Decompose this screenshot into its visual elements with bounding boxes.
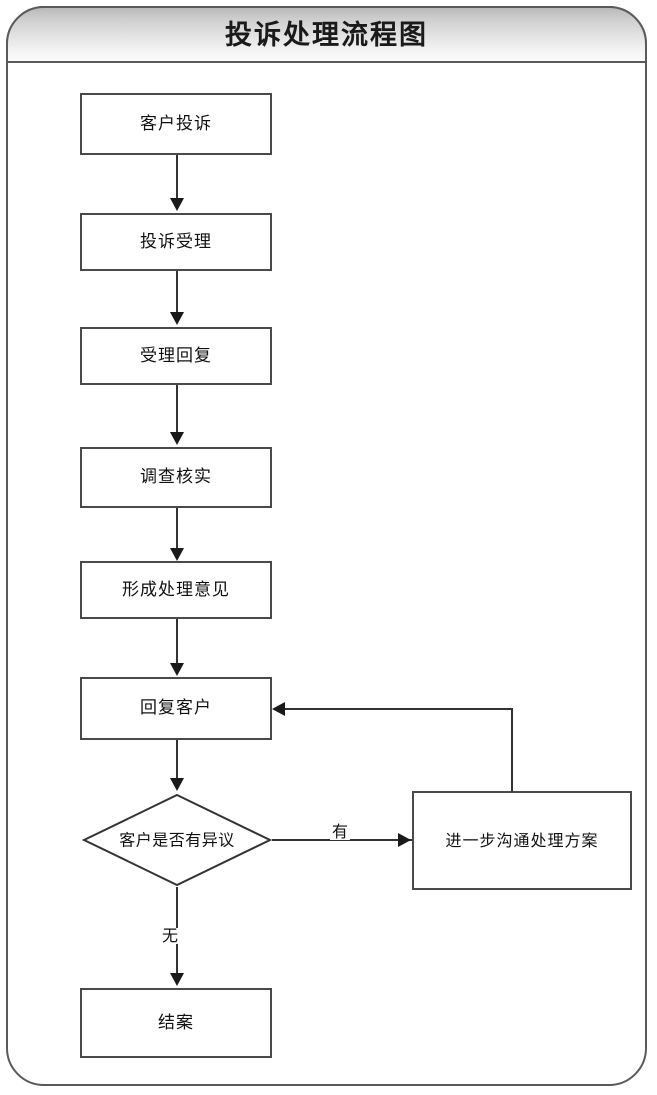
arrowhead-investigate <box>170 432 184 445</box>
node-acceptance[interactable]: 投诉受理 <box>80 213 272 271</box>
node-objection-label: 客户是否有异议 <box>119 830 235 850</box>
title-band: 投诉处理流程图 <box>6 6 647 63</box>
edge-label-yes: 有 <box>330 822 351 841</box>
node-opinion[interactable]: 形成处理意见 <box>80 561 272 619</box>
arrowhead-close <box>170 973 184 986</box>
arrowhead-opinion <box>170 548 184 561</box>
feedback-runner <box>285 708 513 710</box>
arrowhead-further <box>398 833 411 847</box>
arrowhead-feedback <box>272 702 285 716</box>
feedback-riser <box>511 708 513 792</box>
connector-reply-customer-objection <box>176 740 178 780</box>
diagram-frame <box>6 6 647 1086</box>
node-further-communication[interactable]: 进一步沟通处理方案 <box>412 791 632 890</box>
arrowhead-reply <box>170 312 184 325</box>
connector-acceptance-reply <box>176 271 178 314</box>
node-objection-decision[interactable]: 客户是否有异议 <box>82 793 272 887</box>
arrowhead-reply-customer <box>170 663 184 676</box>
node-reply-customer[interactable]: 回复客户 <box>80 677 272 740</box>
node-complaint[interactable]: 客户投诉 <box>80 93 272 155</box>
connector-reply-investigate <box>176 385 178 434</box>
connector-objection-further <box>272 839 412 841</box>
node-investigate[interactable]: 调查核实 <box>80 447 272 508</box>
arrowhead-objection <box>170 778 184 791</box>
diamond-shape <box>82 793 272 887</box>
connector-opinion-reply-customer <box>176 619 178 664</box>
connector-investigate-opinion <box>176 508 178 551</box>
node-reply[interactable]: 受理回复 <box>80 327 272 385</box>
node-close[interactable]: 结案 <box>80 988 272 1058</box>
connector-complaint-acceptance <box>176 155 178 200</box>
edge-label-no: 无 <box>160 926 181 945</box>
arrowhead-acceptance <box>170 198 184 211</box>
diagram-title: 投诉处理流程图 <box>225 20 428 51</box>
